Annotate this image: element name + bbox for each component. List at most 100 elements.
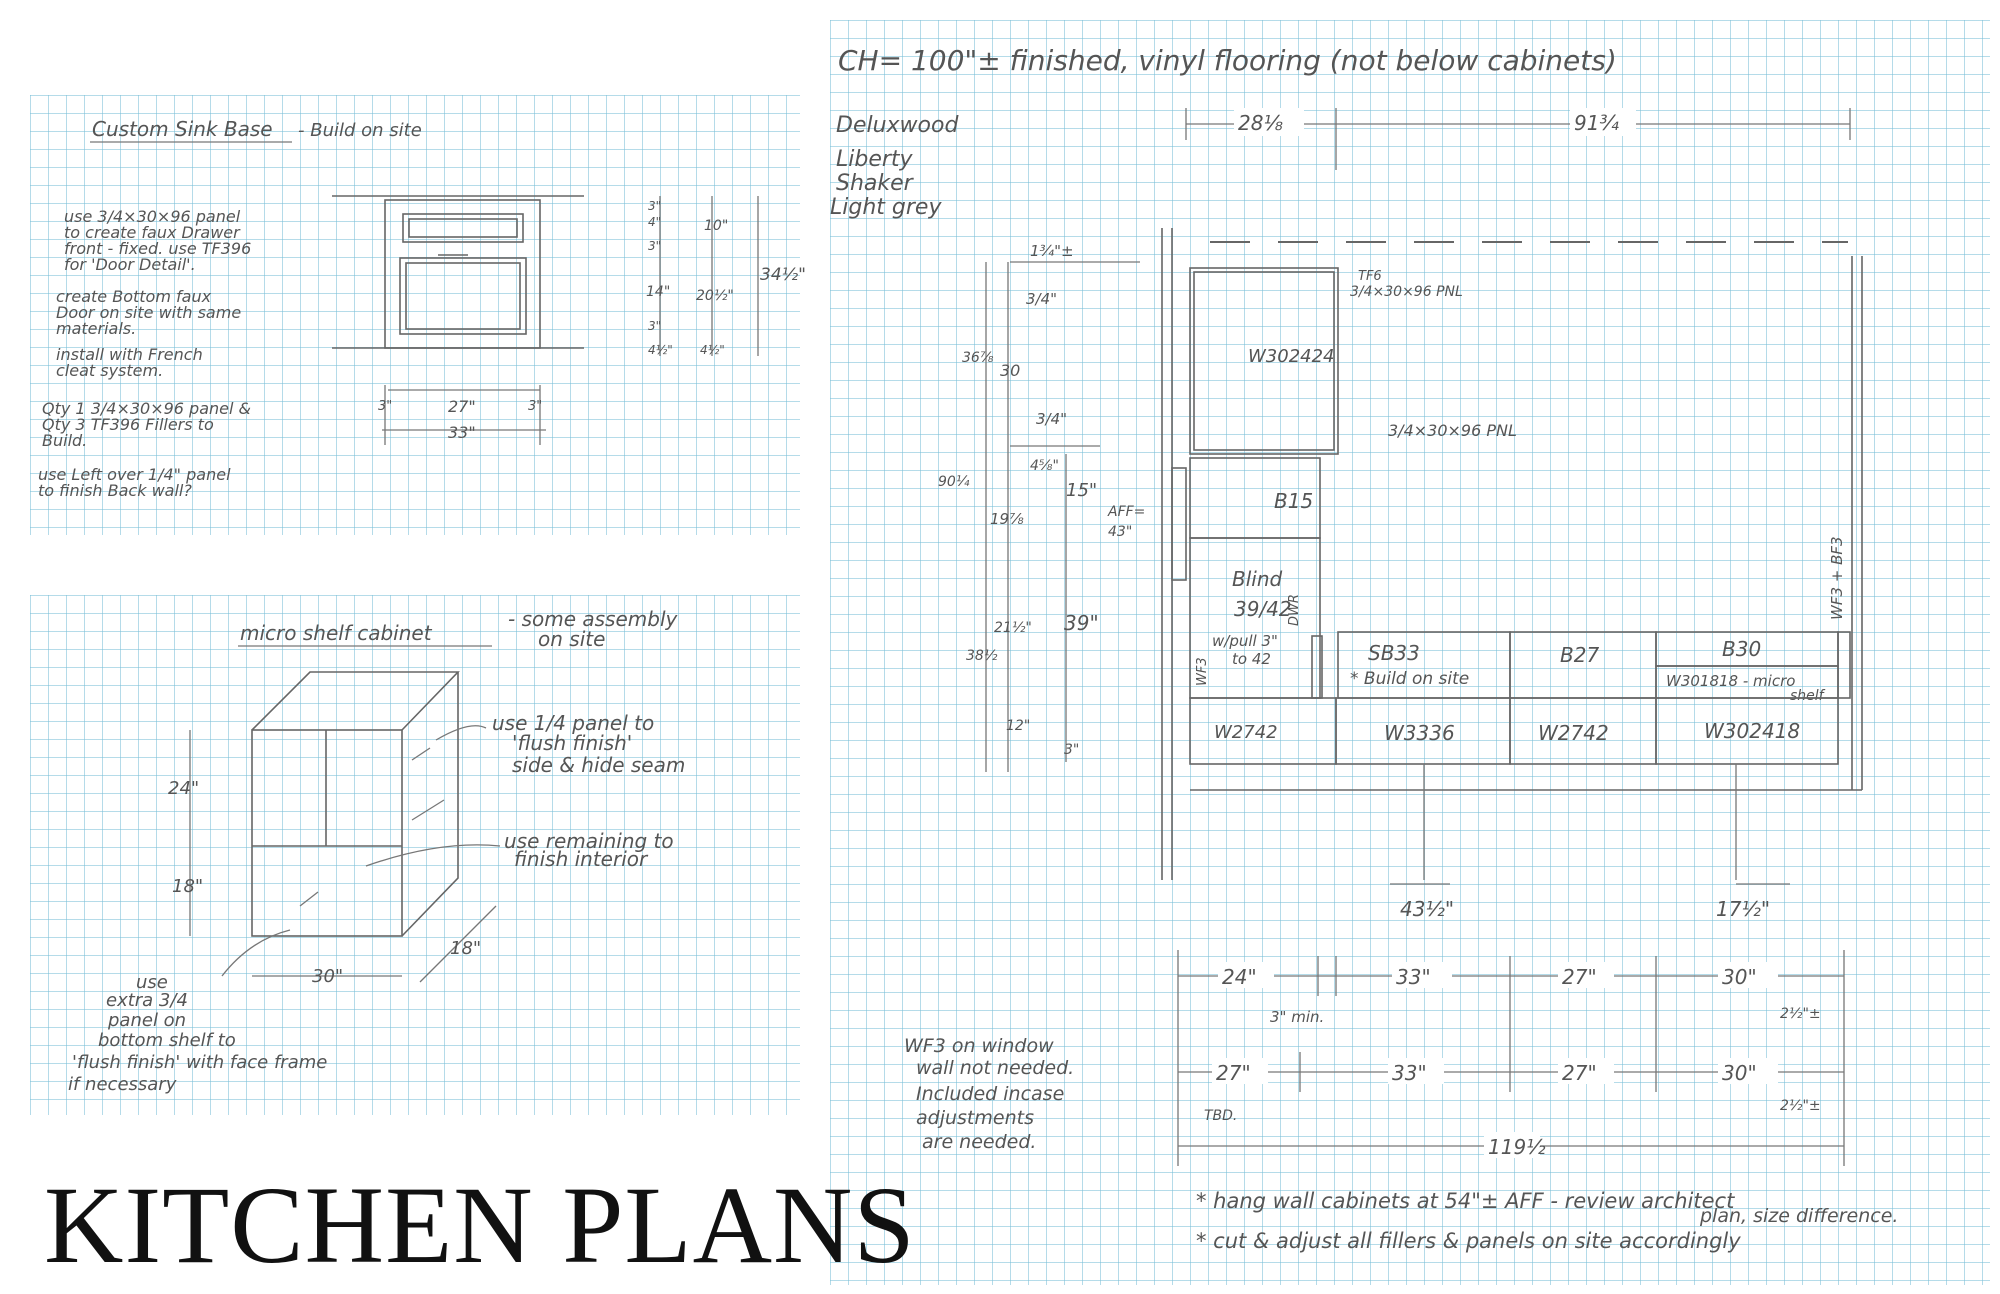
toe-kick2-dim: 4½" [700,343,725,357]
micro-note-line: bottom shelf to [98,1030,236,1051]
top-rail-dim: 3" [648,199,661,213]
callout1-line: use 1/4 panel to [492,711,654,735]
dim-label-bg [1558,962,1614,988]
base-row-code: B27 [1560,643,1599,667]
b15-label: B15 [1274,489,1313,513]
dim-label-bg [1388,1058,1444,1084]
dim-label-bg [1392,962,1452,988]
panel-note: 3/4×30×96 PNL [1350,284,1463,300]
elev-dim: AFF= [1107,504,1145,520]
center-width-dim: 27" [448,397,476,416]
drawer-h2-dim: 10" [704,218,728,234]
overall-width-dim: 33" [448,423,476,442]
brand-line: Deluxwood [836,113,959,138]
row2-note: 2½"± [1780,1098,1821,1114]
faux-drawer-inset [408,218,518,238]
dim-label-bg [1558,1058,1614,1084]
wf3-note: WF3 on window wall not needed. Included … [904,1035,1074,1153]
elev-dim: 43" [1108,524,1132,540]
row1-dim: 27" [1562,965,1597,989]
elev-dim: 21½" [994,620,1032,636]
dim-row-1: 24" 33" 27" 30" 3" min. 2½"± [1218,962,1821,1026]
footnote: * cut & adjust all fillers & panels on s… [1196,1229,1741,1253]
wf3-note-line: are needed. [922,1131,1036,1153]
faux-door [399,257,527,335]
base-row-code: SB33 [1368,641,1420,665]
elevation-dims: 1¾"± 3/4" 36⅞ 30 3/4" 4⅝" 90¼ 19⅞ 15" AF… [938,242,1145,772]
ceiling-note: CH= 100"± finished, vinyl flooring (not … [838,44,1617,77]
row2-dim: 33" [1392,1061,1427,1085]
wf3-note-line: adjustments [916,1107,1034,1129]
row1-note: 2½"± [1780,1006,1821,1022]
sink-heading: Custom Sink Base [92,117,273,141]
door-h2-dim: 20½" [696,288,734,304]
dim-label-bg [1234,108,1304,136]
callout-leader [365,844,501,867]
row1-note: 3" min. [1270,1008,1324,1026]
row2-dim: 30" [1722,1061,1757,1085]
wf3-note-line: wall not needed. [916,1057,1074,1079]
dim-label-bg [1484,1132,1540,1158]
micro-note-line: extra 3/4 [106,990,188,1011]
micro-heading: micro shelf cabinet [240,621,433,645]
dim-row-2: 27" 33" 27" 30" TBD. 2½"± [1204,1058,1821,1124]
window-jamb [1171,467,1187,581]
width-dim: 30" [312,966,343,987]
sink-note-line: use 3/4×30×96 panel [64,207,241,226]
micro-shelf-sheet: micro shelf cabinet - some assembly on s… [68,607,685,1095]
wf3-bf3-filler [1837,631,1851,699]
wf3-left-label: WF3 [1195,657,1210,686]
micro-bottom-note: use extra 3/4 panel on bottom shelf to '… [68,972,327,1095]
dim-label-bg [1218,962,1274,988]
sink-note-line: Build. [42,431,87,450]
door-h-dim: 14" [646,284,670,300]
micro-label: W301818 - micro [1666,672,1795,690]
footnote: * hang wall cabinets at 54"± AFF - revie… [1196,1189,1735,1213]
elev-dim: 38½ [966,648,998,664]
callout1-line: side & hide seam [512,753,685,777]
mid-rail-dim: 3" [648,239,661,253]
faux-door-inset [405,262,521,330]
elev-dim: 3" [1064,742,1079,758]
callout-leader [435,725,487,741]
wf3-note-line: WF3 on window [904,1035,1054,1057]
w302418-box [1655,697,1839,765]
sink-note-line: use Left over 1/4" panel [38,465,231,484]
sink-note-line: create Bottom faux [56,287,212,306]
sink-note-line: to create faux Drawer [64,223,241,242]
dim-label-bg [1718,1058,1778,1084]
row2-note: TBD. [1204,1108,1237,1124]
top-dim: 91¾ [1574,111,1619,135]
base-row-code: B30 [1722,637,1761,661]
wf3-note-line: Included incase [916,1083,1064,1105]
brand-line: Light grey [830,195,942,220]
toe-kick-dim: 4½" [648,343,673,357]
dim-label-bg [1570,108,1636,136]
dim-ticks [1177,950,1845,1166]
micro-label: shelf [1790,688,1826,704]
sink-heading-note: - Build on site [298,120,422,141]
micro-heading-note2: on site [538,627,605,651]
elev-dim: 15" [1066,480,1097,501]
wall-row-label: W3336 [1384,721,1455,745]
wf3-right-label: WF3 + BF3 [1828,536,1846,620]
sink-note-line: cleat system. [56,361,163,380]
micro-note-line: if necessary [68,1074,177,1095]
dwr-label: DWR [1287,594,1302,626]
sink-sheet-paper [30,95,800,535]
callout2-line: use remaining to [504,829,674,853]
wall-row-label: W302418 [1704,719,1800,743]
plan-sheet: CH= 100"± finished, vinyl flooring (not … [830,44,1898,1253]
brand-line: Liberty [836,147,914,172]
row1-dim: 30" [1722,965,1757,989]
right-filler-dim: 3" [528,399,542,414]
brand-line: Shaker [836,171,915,196]
upper-dim: 24" [168,778,199,799]
lower-dim: 18" [172,876,203,897]
panel-note: TF6 [1358,269,1382,284]
sink-note-line: for 'Door Detail'. [64,255,196,274]
sink-elevation: 3" 27" 3" 33" 3" 4" 3" 14" 3" 4½" 10" 20… [332,195,806,445]
sink-note-line: front - fixed. use TF396 [64,239,251,258]
elev-dim: 39" [1064,611,1099,635]
sink-note-line: to finish Back wall? [38,481,192,500]
